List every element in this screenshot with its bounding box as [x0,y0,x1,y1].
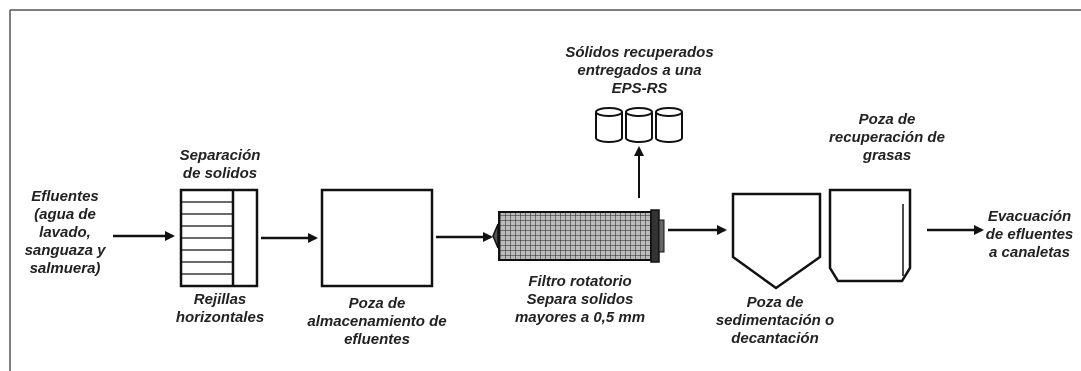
screen-unit [179,188,259,288]
grease-label: Poza de recuperación de grasas [829,111,945,164]
output-label: Evacuación de efluentes a canaletas [985,208,1074,261]
filter-label: Filtro rotatorio Separa solidos mayores … [514,273,646,326]
grease-pond-shape [828,188,912,283]
sedimentation-pond-shape [731,192,822,290]
figure-border [9,9,1081,371]
screen-bottom-label: Rejillas horizontales [175,291,265,326]
input-label: Efluentes (agua de lavado, sanguaza y sa… [24,188,106,277]
storage-pond-box [320,188,434,288]
solids-label: Sólidos recuperados entregados a una EPS… [565,44,714,97]
screen-top-label: Separación de solidos [179,147,261,182]
rotary-filter [492,209,665,263]
storage-label: Poza de almacenamiento de efluentes [307,295,447,348]
solids-drums [595,107,683,143]
sedimentation-label: Poza de sedimentación o decantación [715,294,835,347]
